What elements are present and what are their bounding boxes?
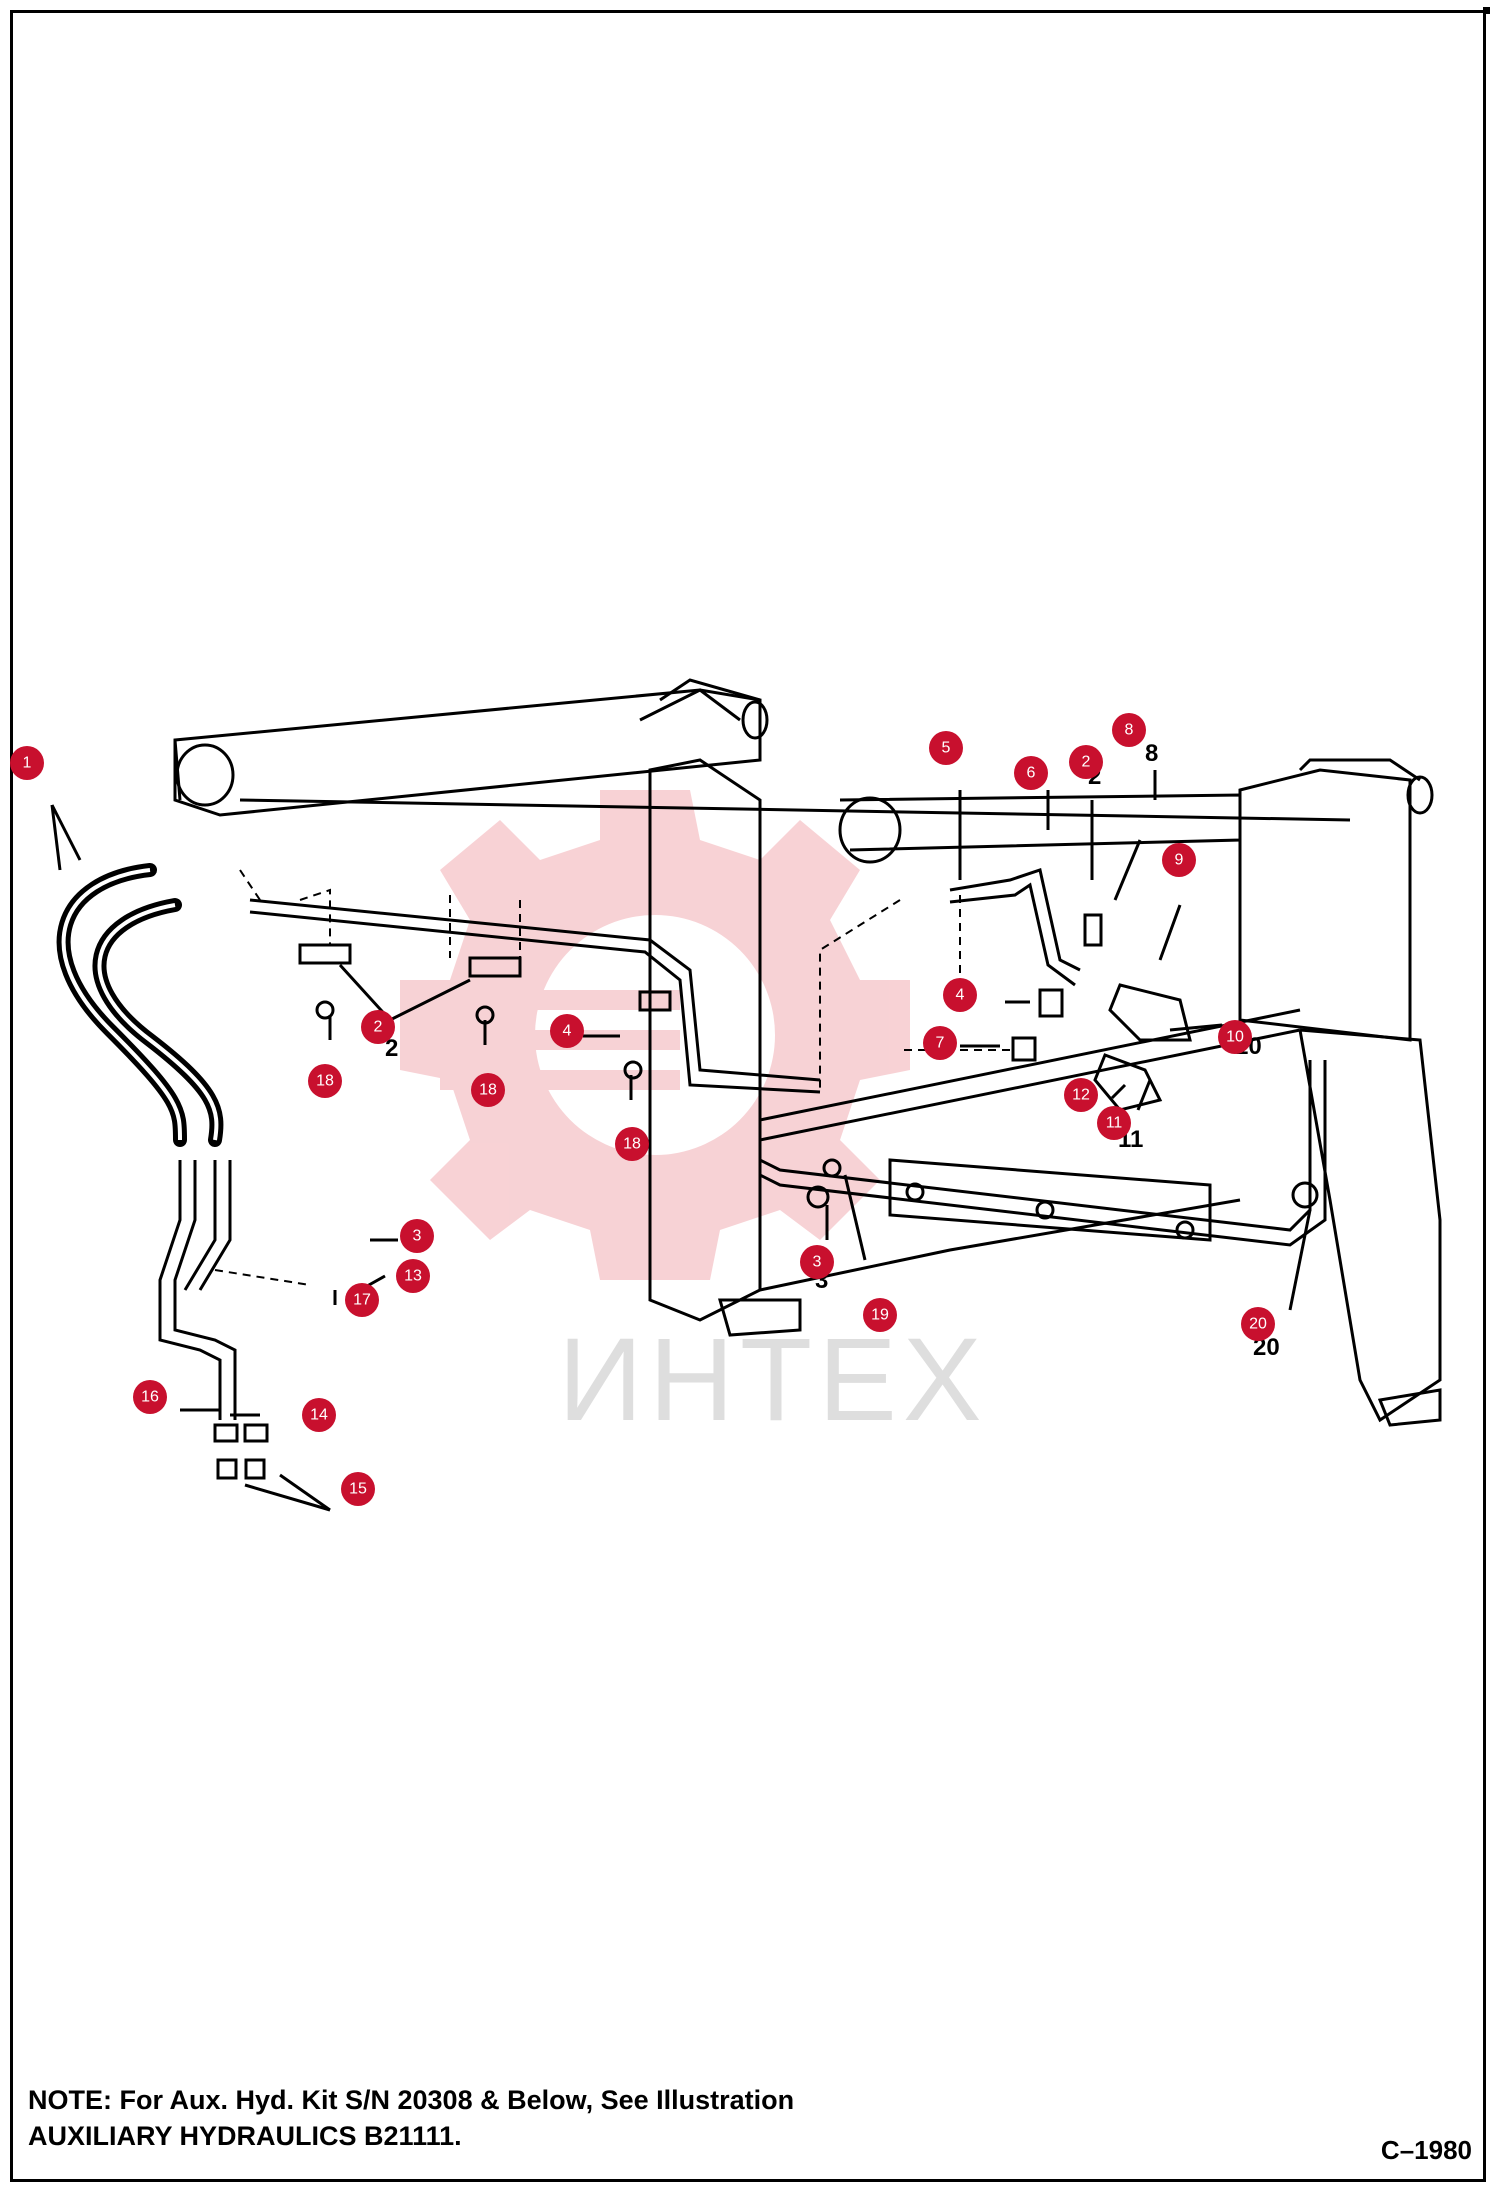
hydraulic-lines — [249, 868, 1327, 1247]
callout-marker: 17 — [345, 1283, 379, 1317]
callout-label: 4 — [563, 1023, 572, 1040]
callout-marker: 18 — [308, 1064, 342, 1098]
callout-marker: 4 — [943, 978, 977, 1012]
callout-label: 6 — [1027, 765, 1036, 782]
callout-label: 1 — [23, 755, 32, 772]
callout-marker: 15 — [341, 1472, 375, 1506]
svg-text:8: 8 — [1145, 740, 1158, 767]
page-border — [10, 10, 1486, 2182]
callout-label: 5 — [942, 740, 951, 757]
callout-label: 2 — [374, 1019, 383, 1036]
corner-mark — [1483, 7, 1490, 14]
callout-marker: 14 — [302, 1398, 336, 1432]
callout-marker: 16 — [133, 1380, 167, 1414]
callout-label: 7 — [936, 1035, 945, 1052]
callout-marker: 10 — [1218, 1020, 1252, 1054]
dashed-leaders — [214, 869, 1010, 1286]
callout-label: 17 — [353, 1292, 371, 1309]
callout-marker: 18 — [615, 1127, 649, 1161]
footnote: NOTE: For Aux. Hyd. Kit S/N 20308 & Belo… — [28, 2082, 794, 2154]
hardware-parts — [298, 839, 1319, 1209]
callout-marker: 11 — [1097, 1106, 1131, 1140]
callout-label: 4 — [956, 987, 965, 1004]
callout-marker: 7 — [923, 1026, 957, 1060]
callout-marker: 20 — [1241, 1307, 1275, 1341]
callout-marker: 8 — [1112, 713, 1146, 747]
callout-label: 9 — [1175, 852, 1184, 869]
tube-assembly — [158, 1160, 269, 1480]
callout-label: 2 — [1082, 754, 1091, 771]
callout-marker: 6 — [1014, 756, 1048, 790]
callout-label: 3 — [813, 1254, 822, 1271]
callout-marker: 1 — [10, 746, 44, 780]
callout-label: 18 — [316, 1073, 334, 1090]
callout-label: 20 — [1249, 1316, 1267, 1333]
callout-marker: 2 — [1069, 745, 1103, 779]
callout-label: 16 — [141, 1389, 159, 1406]
callout-label: 8 — [1125, 722, 1134, 739]
callout-label: 18 — [479, 1082, 497, 1099]
callout-label: 11 — [1106, 1115, 1123, 1132]
callout-marker: 4 — [550, 1014, 584, 1048]
callout-marker: 3 — [800, 1245, 834, 1279]
callout-label: 3 — [413, 1228, 422, 1245]
hose-highlight — [61, 868, 219, 1141]
leader-lines — [50, 770, 1312, 1512]
watermark-gear-logo — [400, 790, 910, 1280]
callout-marker: 9 — [1162, 843, 1196, 877]
callout-marker: 5 — [929, 731, 963, 765]
callout-label: 15 — [349, 1481, 367, 1498]
svg-text:2: 2 — [385, 1035, 398, 1062]
callout-marker: 18 — [471, 1073, 505, 1107]
callout-marker: 19 — [863, 1298, 897, 1332]
callout-label: 14 — [310, 1407, 328, 1424]
note-line-1: NOTE: For Aux. Hyd. Kit S/N 20308 & Belo… — [28, 2085, 795, 2115]
callout-label: 12 — [1072, 1087, 1090, 1104]
watermark-text: ИНТЕХ — [558, 1314, 988, 1446]
callout-marker: 12 — [1064, 1078, 1098, 1112]
callout-label: 10 — [1226, 1029, 1244, 1046]
callout-label: 18 — [623, 1136, 641, 1153]
callout-label: 13 — [404, 1268, 422, 1285]
callout-marker: 3 — [400, 1219, 434, 1253]
callout-marker: 2 — [361, 1010, 395, 1044]
drawing-number: C–1980 — [1380, 2135, 1472, 2165]
callout-marker: 13 — [396, 1259, 430, 1293]
callout-label: 19 — [871, 1307, 889, 1324]
note-line-2: AUXILIARY HYDRAULICS B21111. — [28, 2121, 462, 2151]
loader-arm — [173, 678, 1442, 1427]
